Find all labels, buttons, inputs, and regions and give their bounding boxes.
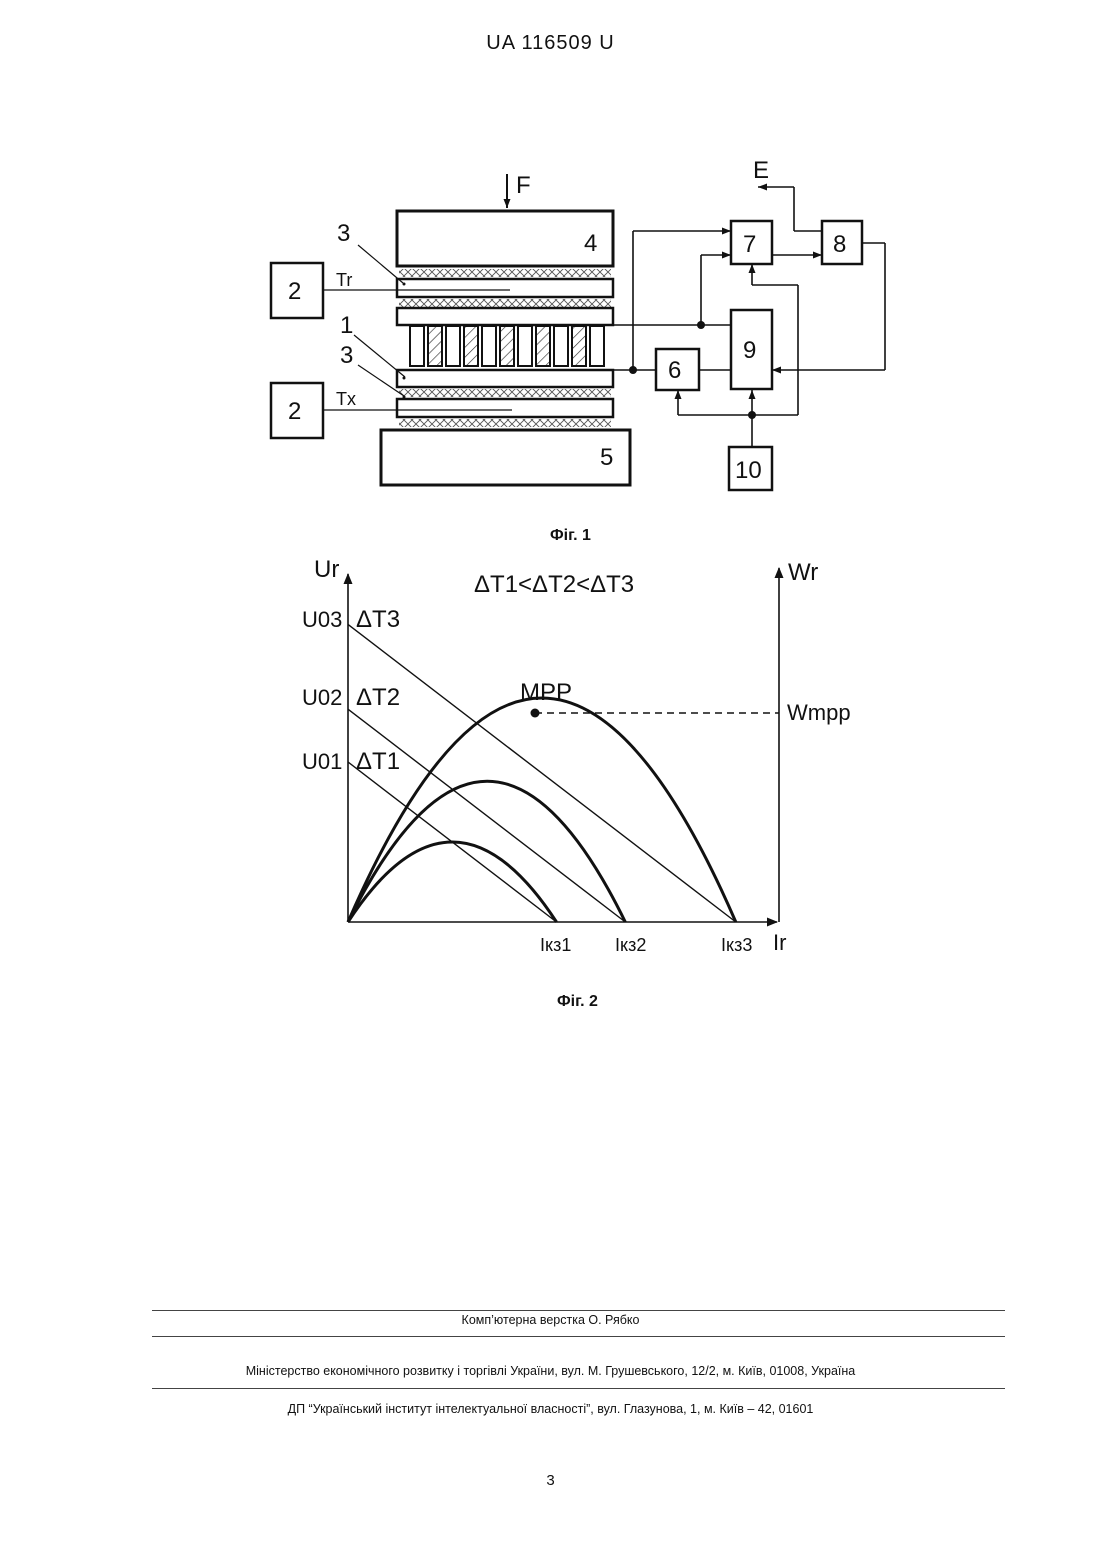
w-mpp-label: Wmpp — [787, 700, 851, 725]
footer-typesetting: Комп’ютерна верстка О. Рябко — [0, 1313, 1101, 1327]
figure-2-caption: Фіг. 2 — [557, 993, 598, 1010]
footer-ministry: Міністерство економічного розвитку і тор… — [0, 1364, 1101, 1378]
y-left-axis-label: Ur — [314, 556, 339, 583]
ikz2-label: Iкз2 — [615, 935, 646, 955]
footer-institute: ДП “Український інститут інтелектуальної… — [0, 1402, 1101, 1416]
footer-rule-3 — [152, 1388, 1005, 1389]
delta-t-relation: ΔT1<ΔT2<ΔT3 — [474, 571, 634, 598]
page-number: 3 — [0, 1472, 1101, 1489]
dt1-label: ΔT1 — [356, 748, 400, 775]
footer-rule-2 — [152, 1336, 1005, 1337]
u01-label: U01 — [302, 749, 342, 774]
ikz1-label: Iкз1 — [540, 935, 571, 955]
dt2-label: ΔT2 — [356, 684, 400, 711]
x-axis-label: Ir — [773, 930, 786, 955]
figure-2-chart: Ur Wr Ir ΔT1<ΔT2<ΔT3 MPP Wmpp U03 U02 U0… — [0, 0, 1101, 1030]
ikz3-label: Iкз3 — [721, 935, 752, 955]
power-curve-ΔT3 — [348, 698, 736, 922]
y-right-axis-label: Wr — [788, 559, 818, 586]
voltage-line-ΔT3 — [348, 624, 736, 922]
voltage-line-ΔT2 — [348, 709, 625, 922]
footer-rule-1 — [152, 1310, 1005, 1311]
mpp-label: MPP — [520, 679, 572, 706]
dt3-label: ΔT3 — [356, 606, 400, 633]
u03-label: U03 — [302, 607, 342, 632]
u02-label: U02 — [302, 685, 342, 710]
mpp-point — [531, 709, 540, 718]
